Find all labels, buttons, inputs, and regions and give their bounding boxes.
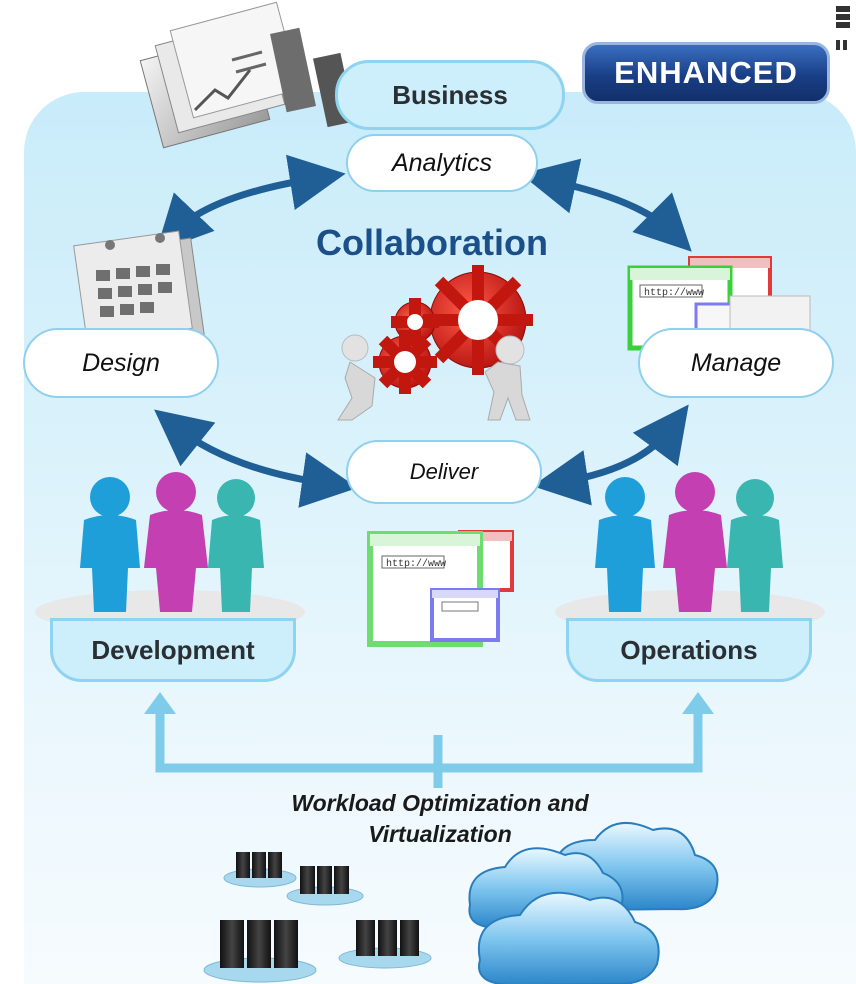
manage-label: Manage — [638, 328, 834, 398]
person-blue-left-icon — [80, 477, 140, 612]
design-calendar-icon — [73, 230, 205, 351]
design-label: Design — [23, 328, 219, 398]
business-label: Business — [335, 60, 565, 130]
workload-connector — [144, 692, 714, 788]
person-magenta-icon — [144, 472, 208, 612]
logo-fragment-icon — [836, 6, 850, 50]
person-blue-right-icon — [595, 477, 655, 612]
arrow-manage-deliver — [532, 404, 689, 506]
deliver-browser-url: http://www — [386, 558, 446, 570]
collaboration-title: Collaboration — [316, 222, 548, 263]
manage-browser-url: http://www — [644, 287, 704, 299]
workload-title: Workload Optimization and Virtualization — [200, 788, 680, 850]
workload-line-1: Workload Optimization and — [291, 790, 589, 816]
operations-team-illustration — [555, 472, 825, 634]
arrow-analytics-manage — [520, 158, 692, 252]
development-label: Development — [50, 618, 296, 682]
deliver-browser-icon: http://www — [367, 530, 514, 647]
collaboration-gears-illustration — [337, 265, 533, 421]
arrow-design-deliver — [154, 409, 358, 508]
business-documents-icon — [139, 1, 355, 149]
person-teal-left-icon — [208, 479, 264, 612]
clouds-illustration — [468, 822, 719, 984]
arrow-analytics-design — [155, 154, 346, 253]
development-team-illustration — [35, 472, 305, 634]
person-teal-right-icon — [727, 479, 783, 612]
enhanced-badge: ENHANCED — [582, 42, 830, 104]
deliver-label: Deliver — [346, 440, 542, 504]
person-magenta-right-icon — [663, 472, 727, 612]
operations-label: Operations — [566, 618, 812, 682]
workload-line-2: Virtualization — [368, 821, 512, 847]
servers-illustration — [203, 852, 432, 983]
analytics-label: Analytics — [346, 134, 538, 192]
